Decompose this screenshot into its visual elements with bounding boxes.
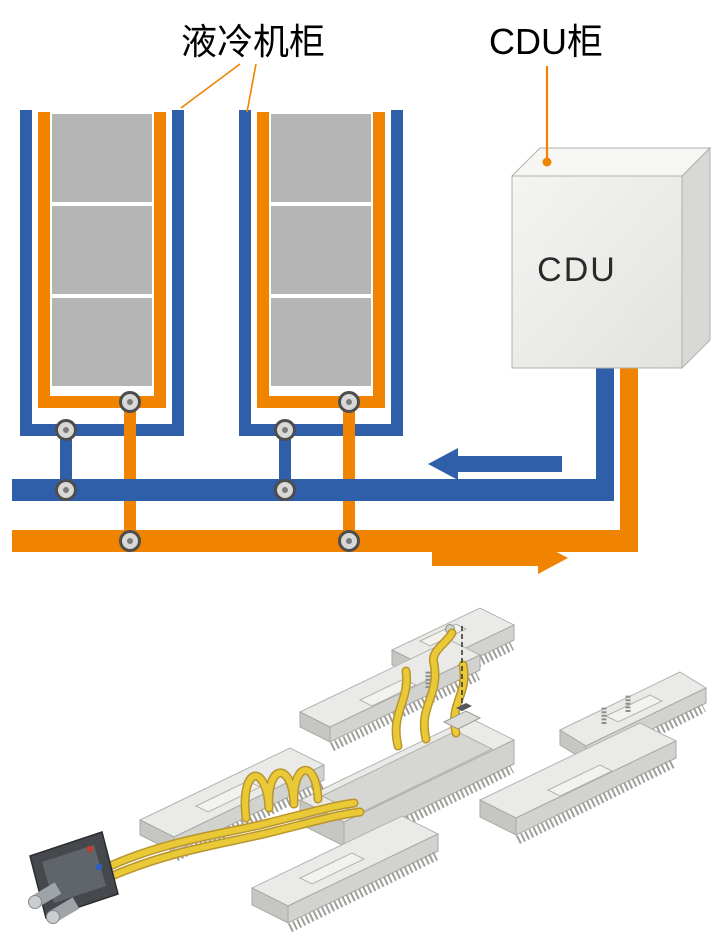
- cooling-schematic: CDU 液冷机柜 CDU柜: [12, 21, 712, 574]
- valve-icon: [338, 530, 360, 552]
- cdu-box-side-face: [681, 146, 711, 370]
- liquid-cooled-cabinet-2: [239, 110, 403, 543]
- cabinet1-blue-pipe: [20, 110, 184, 436]
- valve-icon: [274, 479, 296, 501]
- server-module: [271, 298, 371, 386]
- connector-blue-mark: [95, 863, 103, 871]
- cabinet1-orange-pipe: [38, 112, 166, 408]
- cable-connector: [28, 831, 119, 924]
- server-board-illustration: [28, 607, 708, 933]
- blue-supply-main: [12, 479, 614, 501]
- heatsink-fins: [344, 764, 514, 856]
- flow-left-arrow-icon: [428, 448, 562, 480]
- valve-icon: [119, 530, 141, 552]
- cable: [109, 809, 363, 879]
- heatsink-fins: [516, 758, 676, 845]
- tray-front-face: [343, 739, 515, 847]
- cdu-box-front-face: [511, 175, 683, 369]
- cooling-cables: [105, 628, 469, 881]
- board-detail: [546, 764, 614, 797]
- server-module: [52, 298, 152, 386]
- plug-tip: [456, 703, 472, 711]
- board-detail: [298, 852, 366, 885]
- cable: [421, 661, 439, 742]
- valve-icon: [55, 419, 77, 441]
- plug-socket: [442, 710, 482, 730]
- heatsink-fins: [330, 671, 480, 752]
- connector-barrel-cap: [28, 895, 42, 909]
- orange-return-main: [12, 530, 638, 552]
- cabinet2-blue-pipe: [239, 110, 403, 436]
- board-detail: [604, 694, 664, 723]
- board-front-face: [287, 833, 439, 924]
- flow-right-arrow-icon: [432, 542, 568, 574]
- cabinet2-orange-pipe: [257, 112, 385, 408]
- board-front-face: [515, 740, 677, 836]
- server-module: [271, 114, 371, 202]
- cable: [107, 800, 357, 869]
- valve-icon: [55, 479, 77, 501]
- cabinet-leader-line: [246, 63, 257, 113]
- server-board: [478, 694, 678, 845]
- valve-icon: [274, 419, 296, 441]
- server-module: [52, 114, 152, 202]
- liquid-cooled-cabinet-1: [20, 110, 184, 543]
- connector-red-mark: [86, 845, 94, 853]
- cable: [393, 668, 410, 749]
- server-module: [271, 206, 371, 294]
- valve-icon: [119, 391, 141, 413]
- cdu-box: CDU: [510, 146, 712, 370]
- cdu-callout-label: CDU柜: [489, 21, 603, 62]
- cdu-box-label: CDU: [537, 251, 617, 289]
- cdu-box-top-face: [510, 147, 712, 177]
- server-board: [250, 815, 440, 933]
- cable: [430, 630, 455, 667]
- cabinet-leader-line: [180, 63, 241, 109]
- connector-barrel-cap: [46, 910, 60, 924]
- cable: [290, 767, 321, 807]
- server-module: [52, 206, 152, 294]
- cabinet-callout-label: 液冷机柜: [181, 21, 325, 62]
- valve-icon: [338, 391, 360, 413]
- server-tray: [298, 717, 516, 856]
- cdu-leader-dot: [542, 157, 552, 167]
